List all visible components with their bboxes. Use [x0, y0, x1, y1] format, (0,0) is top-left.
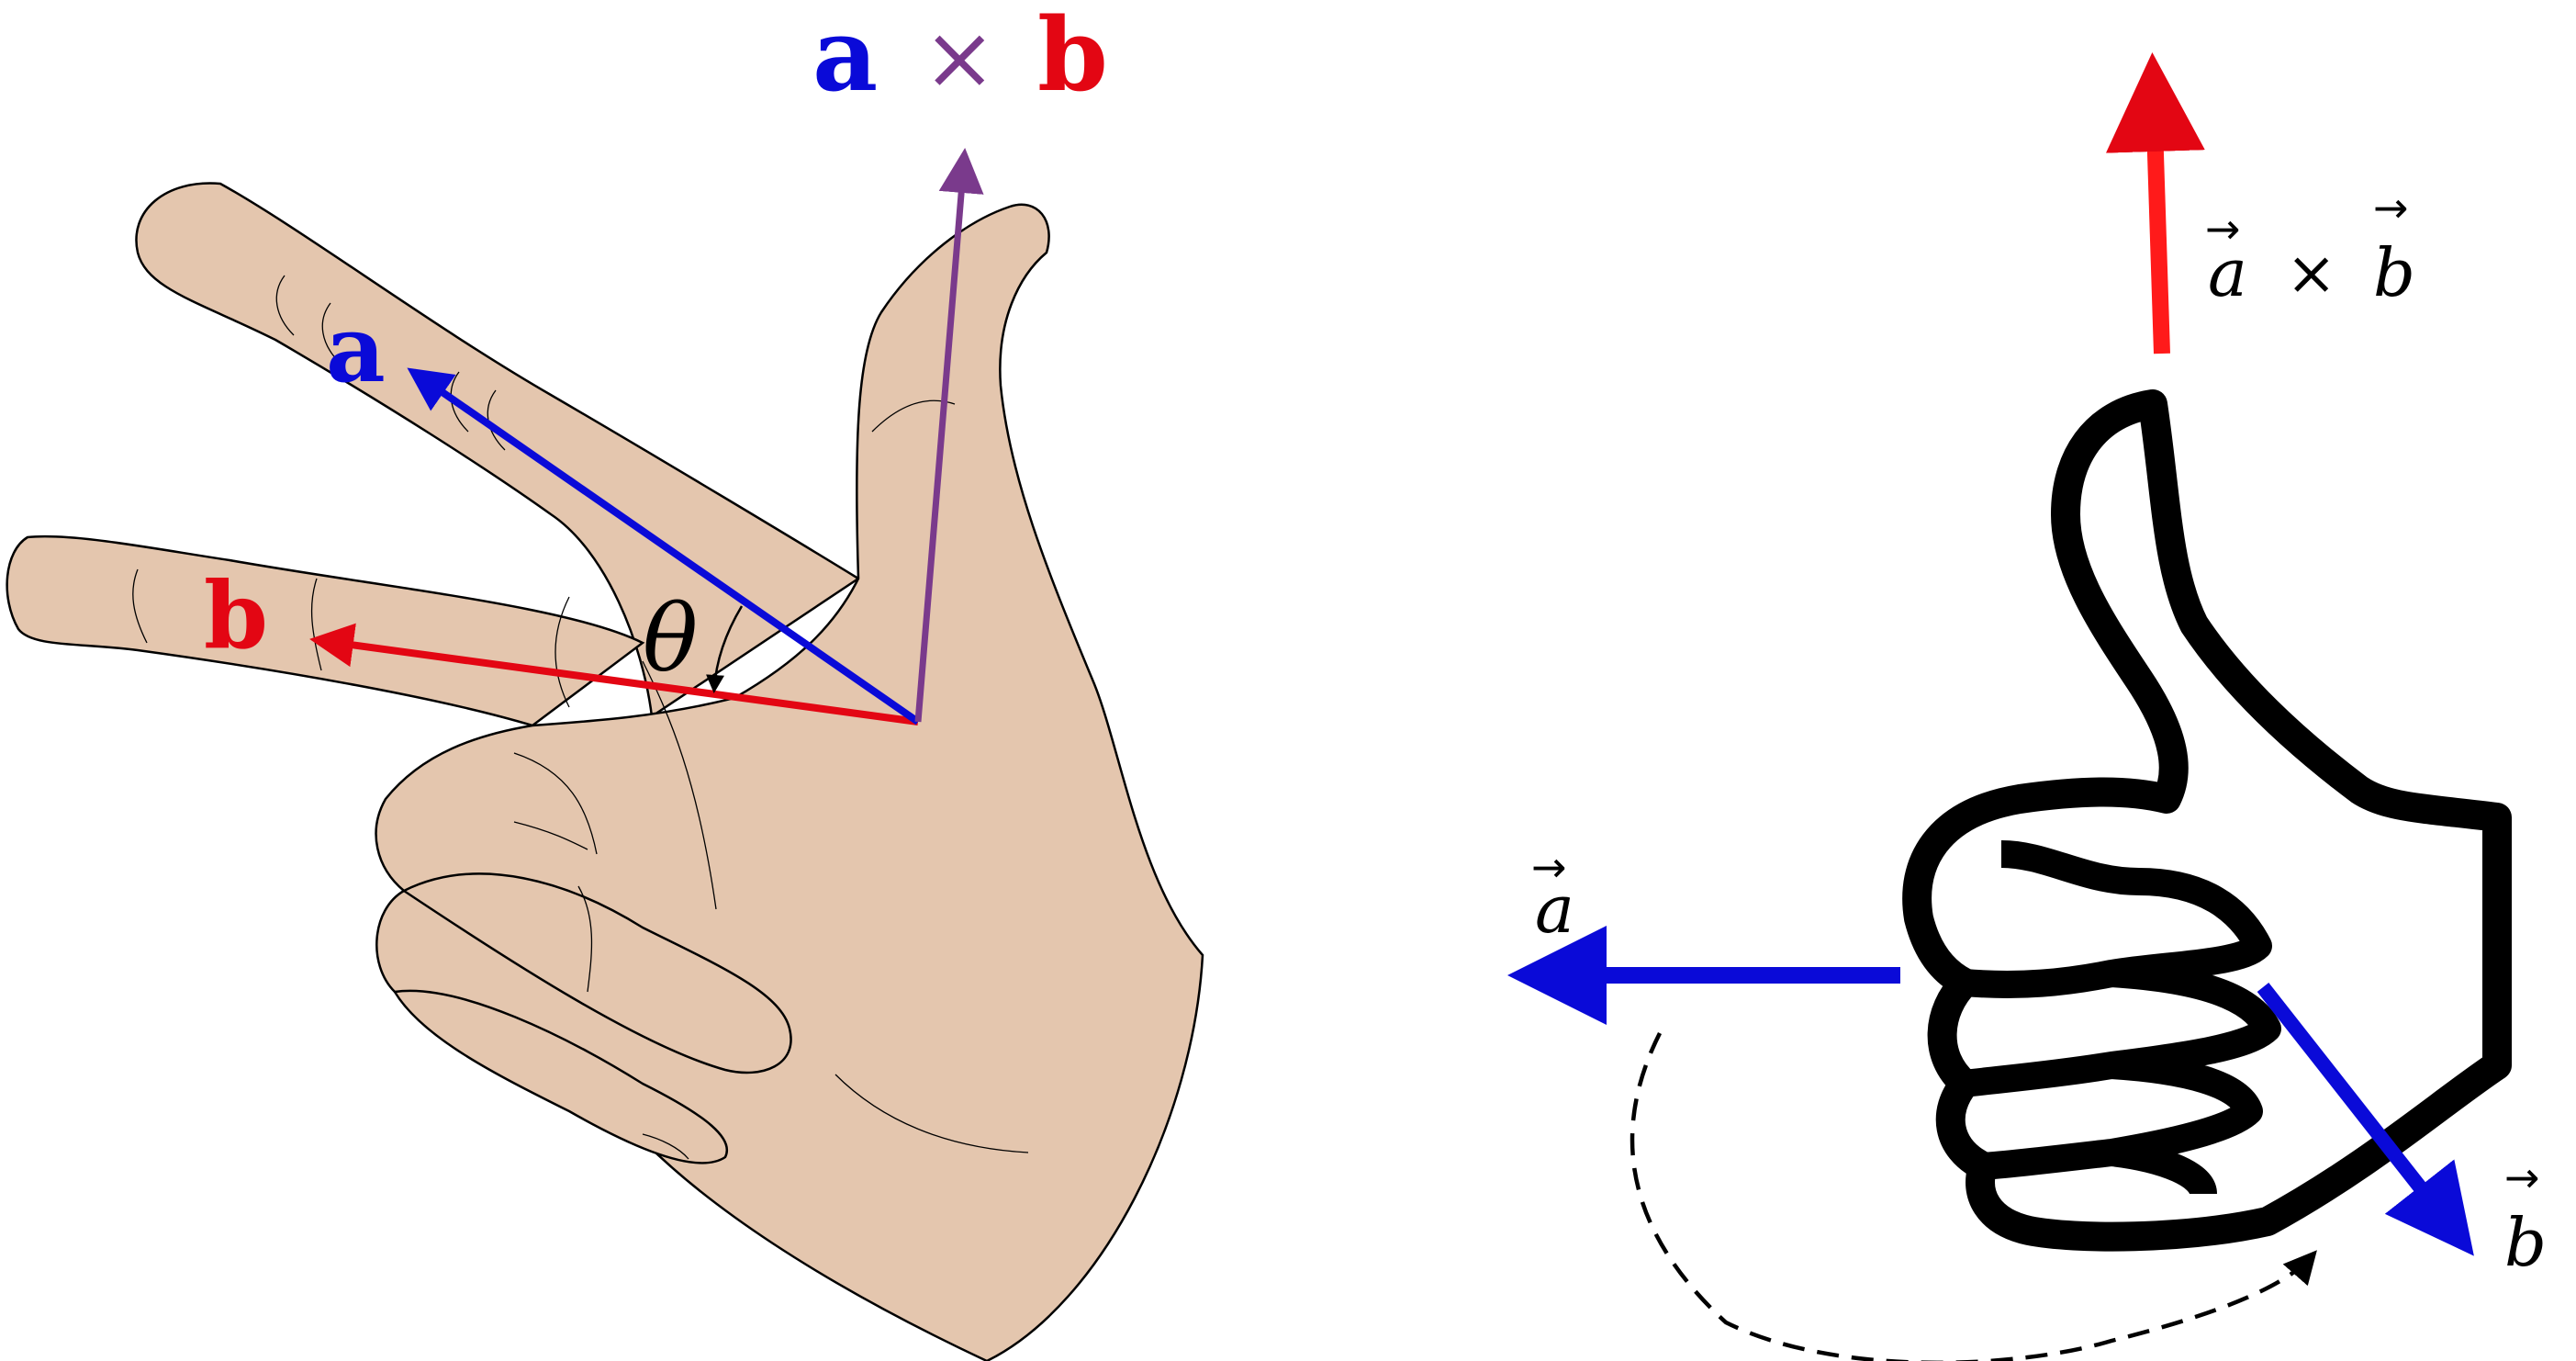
- left-cross-label: a × b: [812, 0, 1108, 114]
- svg-text:a: a: [812, 0, 878, 114]
- hand-middle-finger: [6, 534, 645, 727]
- svg-text:b: b: [1037, 0, 1108, 114]
- svg-text:→: →: [2205, 204, 2241, 253]
- hand-little-finger: [392, 989, 728, 1164]
- thumbs-up-outline: [1902, 389, 2512, 1252]
- svg-text:×: ×: [923, 6, 996, 109]
- svg-text:b: b: [2373, 234, 2415, 311]
- right-vector-b-arrow: [2257, 983, 2474, 1256]
- left-label-a: a: [326, 295, 386, 403]
- left-vector-a-arrow: [407, 367, 921, 725]
- right-vector-cross-arrow: [2105, 52, 2205, 354]
- left-vector-cross-arrow: [914, 148, 984, 723]
- thumbs-up-fingers: [1963, 840, 2281, 1197]
- right-label-a: a →: [1531, 842, 1574, 948]
- hand-creases: [132, 275, 1029, 1160]
- svg-text:→: →: [2373, 183, 2409, 232]
- svg-text:a: a: [1535, 871, 1574, 948]
- svg-text:→: →: [1531, 842, 1567, 892]
- left-vector-b-arrow: [309, 623, 919, 725]
- left-hand-figure: a b θ a × b: [6, 0, 1204, 1361]
- right-label-b: b →: [2504, 1153, 2547, 1281]
- right-hand-figure: a → b → a → × b →: [1507, 52, 2547, 1361]
- svg-text:→: →: [2504, 1153, 2540, 1202]
- left-label-theta: θ: [643, 585, 698, 692]
- hand-index-finger: [135, 182, 861, 719]
- theta-angle-arc: [706, 605, 744, 693]
- left-label-b: b: [204, 561, 268, 669]
- right-cross-label: a → × b →: [2205, 183, 2415, 311]
- svg-text:b: b: [2504, 1204, 2547, 1281]
- svg-text:a: a: [2208, 234, 2247, 311]
- svg-text:×: ×: [2286, 238, 2336, 309]
- hand-ring-finger: [401, 872, 792, 1074]
